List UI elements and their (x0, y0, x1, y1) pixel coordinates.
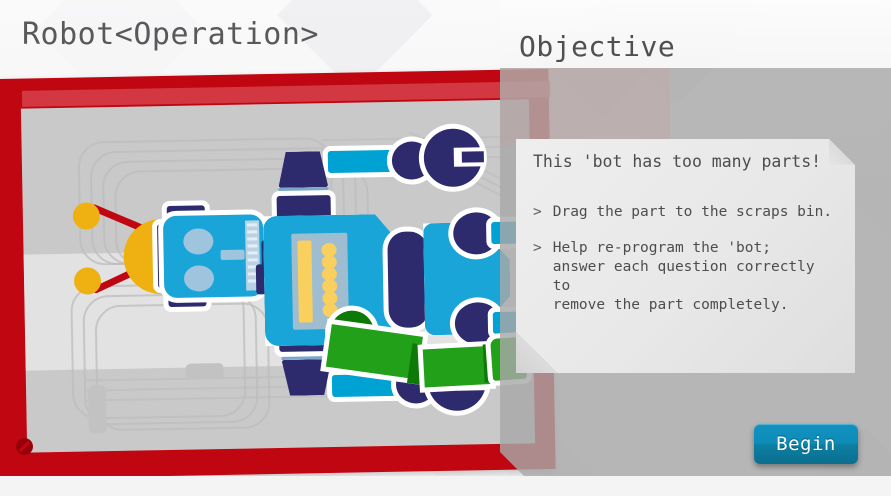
board-surface (20, 99, 536, 453)
bullet-marker-icon: > (533, 204, 542, 220)
chest-indicator-bar (297, 240, 313, 323)
head-meter-bar (247, 223, 258, 227)
shoulder-block-bottom[interactable] (282, 359, 333, 396)
objective-title: Objective (519, 30, 676, 63)
list-item: > Drag the part to the scraps bin. (533, 203, 833, 222)
bullet-marker-icon: > (533, 240, 542, 256)
page-title: Robot<Operation> (22, 17, 319, 52)
bottom-edge (0, 476, 891, 496)
objective-headline: This 'bot has too many parts! (533, 152, 822, 171)
objective-card (516, 139, 855, 373)
robot-figure (21, 99, 536, 452)
assembly-board (0, 68, 566, 486)
bullet-text: Help re-program the 'bot; answer each qu… (552, 240, 815, 313)
begin-button[interactable]: Begin (754, 424, 858, 464)
extra-part-forearm[interactable] (422, 346, 491, 388)
objective-panel-header (500, 0, 891, 68)
hip-joint[interactable] (387, 231, 429, 328)
objective-panel-tint (500, 68, 670, 146)
head-meter-bar (247, 251, 258, 255)
antenna-bulb-upper[interactable] (72, 202, 101, 230)
head-meter-bar (247, 237, 258, 241)
list-item: > Help re-program the 'bot; answer each … (533, 239, 833, 315)
mouth[interactable] (220, 249, 245, 261)
objective-bullet-list: > Drag the part to the scraps bin. > Hel… (533, 203, 833, 332)
bullet-text: Drag the part to the scraps bin. (552, 204, 833, 220)
head-meter-bar (247, 258, 258, 262)
claw-right-tip (461, 151, 484, 163)
head-meter-bar (247, 230, 258, 234)
shoulder-block-top[interactable] (278, 151, 329, 188)
head-meter-bar (247, 244, 258, 248)
